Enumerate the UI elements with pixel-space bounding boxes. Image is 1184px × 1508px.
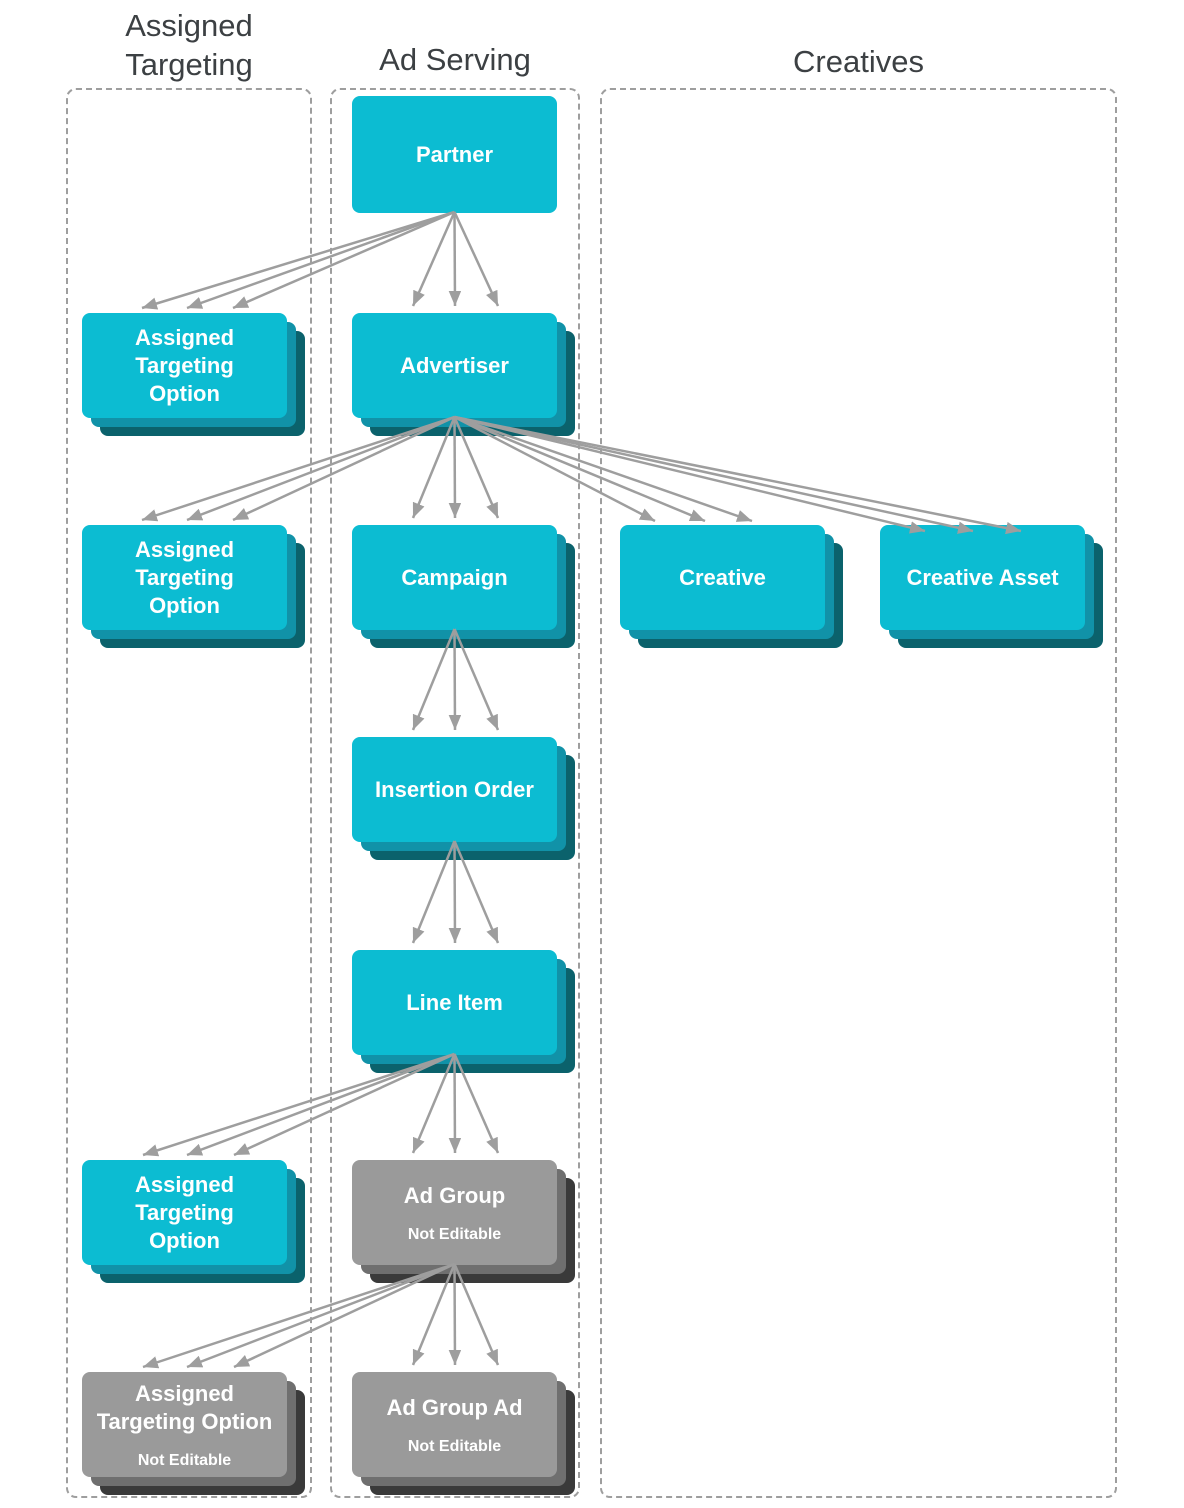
node-ad-group-ad-label: Ad Group Ad (386, 1394, 523, 1420)
column-header-creatives: Creatives (793, 44, 924, 79)
node-line-item: Line Item (352, 950, 575, 1073)
node-insertion-order: Insertion Order (352, 737, 575, 860)
node-campaign: Campaign (352, 525, 575, 648)
node-assigned-targeting-option-advertiser-label: Assigned Targeting Option (134, 536, 235, 618)
node-creative-asset: Creative Asset (880, 525, 1103, 648)
node-ad-group-label: Ad Group (403, 1182, 506, 1208)
node-assigned-targeting-option-ad-group: Assigned Targeting Option Not Editable (82, 1372, 305, 1495)
node-assigned-targeting-option-ad-group-label: Assigned Targeting Option (96, 1380, 273, 1434)
column-header-ad-serving: Ad Serving (379, 42, 531, 77)
node-insertion-order-label: Insertion Order (375, 776, 534, 802)
column-ad-serving (330, 88, 580, 1498)
column-header-assigned-targeting: Assigned Targeting (125, 8, 253, 82)
node-ad-group-not-editable-badge: Not Editable (407, 1225, 502, 1243)
node-assigned-targeting-option-ad-group-not-editable-badge: Not Editable (137, 1451, 232, 1469)
node-creative-asset-label: Creative Asset (906, 564, 1059, 590)
node-ad-group-ad: Ad Group Ad Not Editable (352, 1372, 575, 1495)
node-ad-group-ad-not-editable-badge: Not Editable (407, 1437, 502, 1455)
node-creative: Creative (620, 525, 843, 648)
node-assigned-targeting-option-advertiser: Assigned Targeting Option (82, 525, 305, 648)
node-advertiser-label: Advertiser (400, 352, 509, 378)
column-creatives (600, 88, 1117, 1498)
node-creative-label: Creative (679, 564, 766, 590)
node-advertiser: Advertiser (352, 313, 575, 436)
node-partner: Partner (352, 96, 557, 213)
node-campaign-label: Campaign (401, 564, 508, 590)
node-ad-group: Ad Group Not Editable (352, 1160, 575, 1283)
node-assigned-targeting-option-partner-label: Assigned Targeting Option (134, 324, 235, 406)
column-assigned-targeting (66, 88, 312, 1498)
node-assigned-targeting-option-line-item: Assigned Targeting Option (82, 1160, 305, 1283)
node-partner-label: Partner (415, 141, 494, 167)
node-line-item-label: Line Item (406, 989, 503, 1015)
node-assigned-targeting-option-line-item-label: Assigned Targeting Option (134, 1171, 235, 1253)
node-assigned-targeting-option-partner: Assigned Targeting Option (82, 313, 305, 436)
